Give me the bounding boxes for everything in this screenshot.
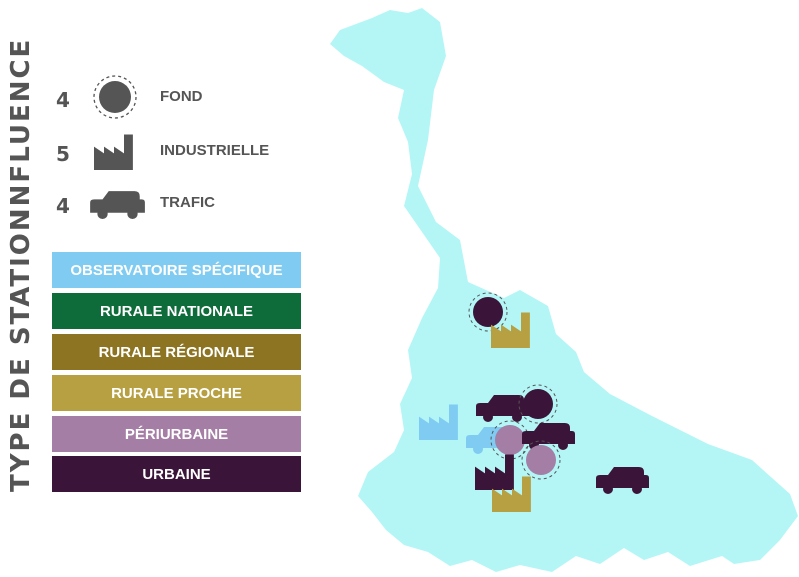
industrielle-count: 5 <box>56 142 70 166</box>
station-type-title: TYPE DE STATION <box>6 207 36 492</box>
legend-rurale-regionale: RURALE RÉGIONALE <box>52 334 301 370</box>
car-icon <box>90 191 145 219</box>
trafic-count: 4 <box>56 194 70 218</box>
trafic-label: TRAFIC <box>160 194 215 211</box>
map-marker-circle-icon <box>518 384 558 424</box>
fond-legend-icon <box>93 75 137 119</box>
factory-icon <box>94 134 133 170</box>
legend-urbaine: URBAINE <box>52 456 301 492</box>
legend-observatoire-specifique: OBSERVATOIRE SPÉCIFIQUE <box>52 252 301 288</box>
legend-rurale-proche: RURALE PROCHE <box>52 375 301 411</box>
region-area <box>330 8 798 572</box>
legend-rurale-nationale: RURALE NATIONALE <box>52 293 301 329</box>
influence-title: INFLUENCE <box>6 37 36 218</box>
map-marker-circle-icon <box>468 292 508 332</box>
fond-label: FOND <box>160 88 203 105</box>
legend-periurbaine: PÉRIURBAINE <box>52 416 301 452</box>
fond-count: 4 <box>56 88 70 112</box>
industrielle-label: INDUSTRIELLE <box>160 142 270 159</box>
map-marker-circle-icon <box>521 440 561 480</box>
